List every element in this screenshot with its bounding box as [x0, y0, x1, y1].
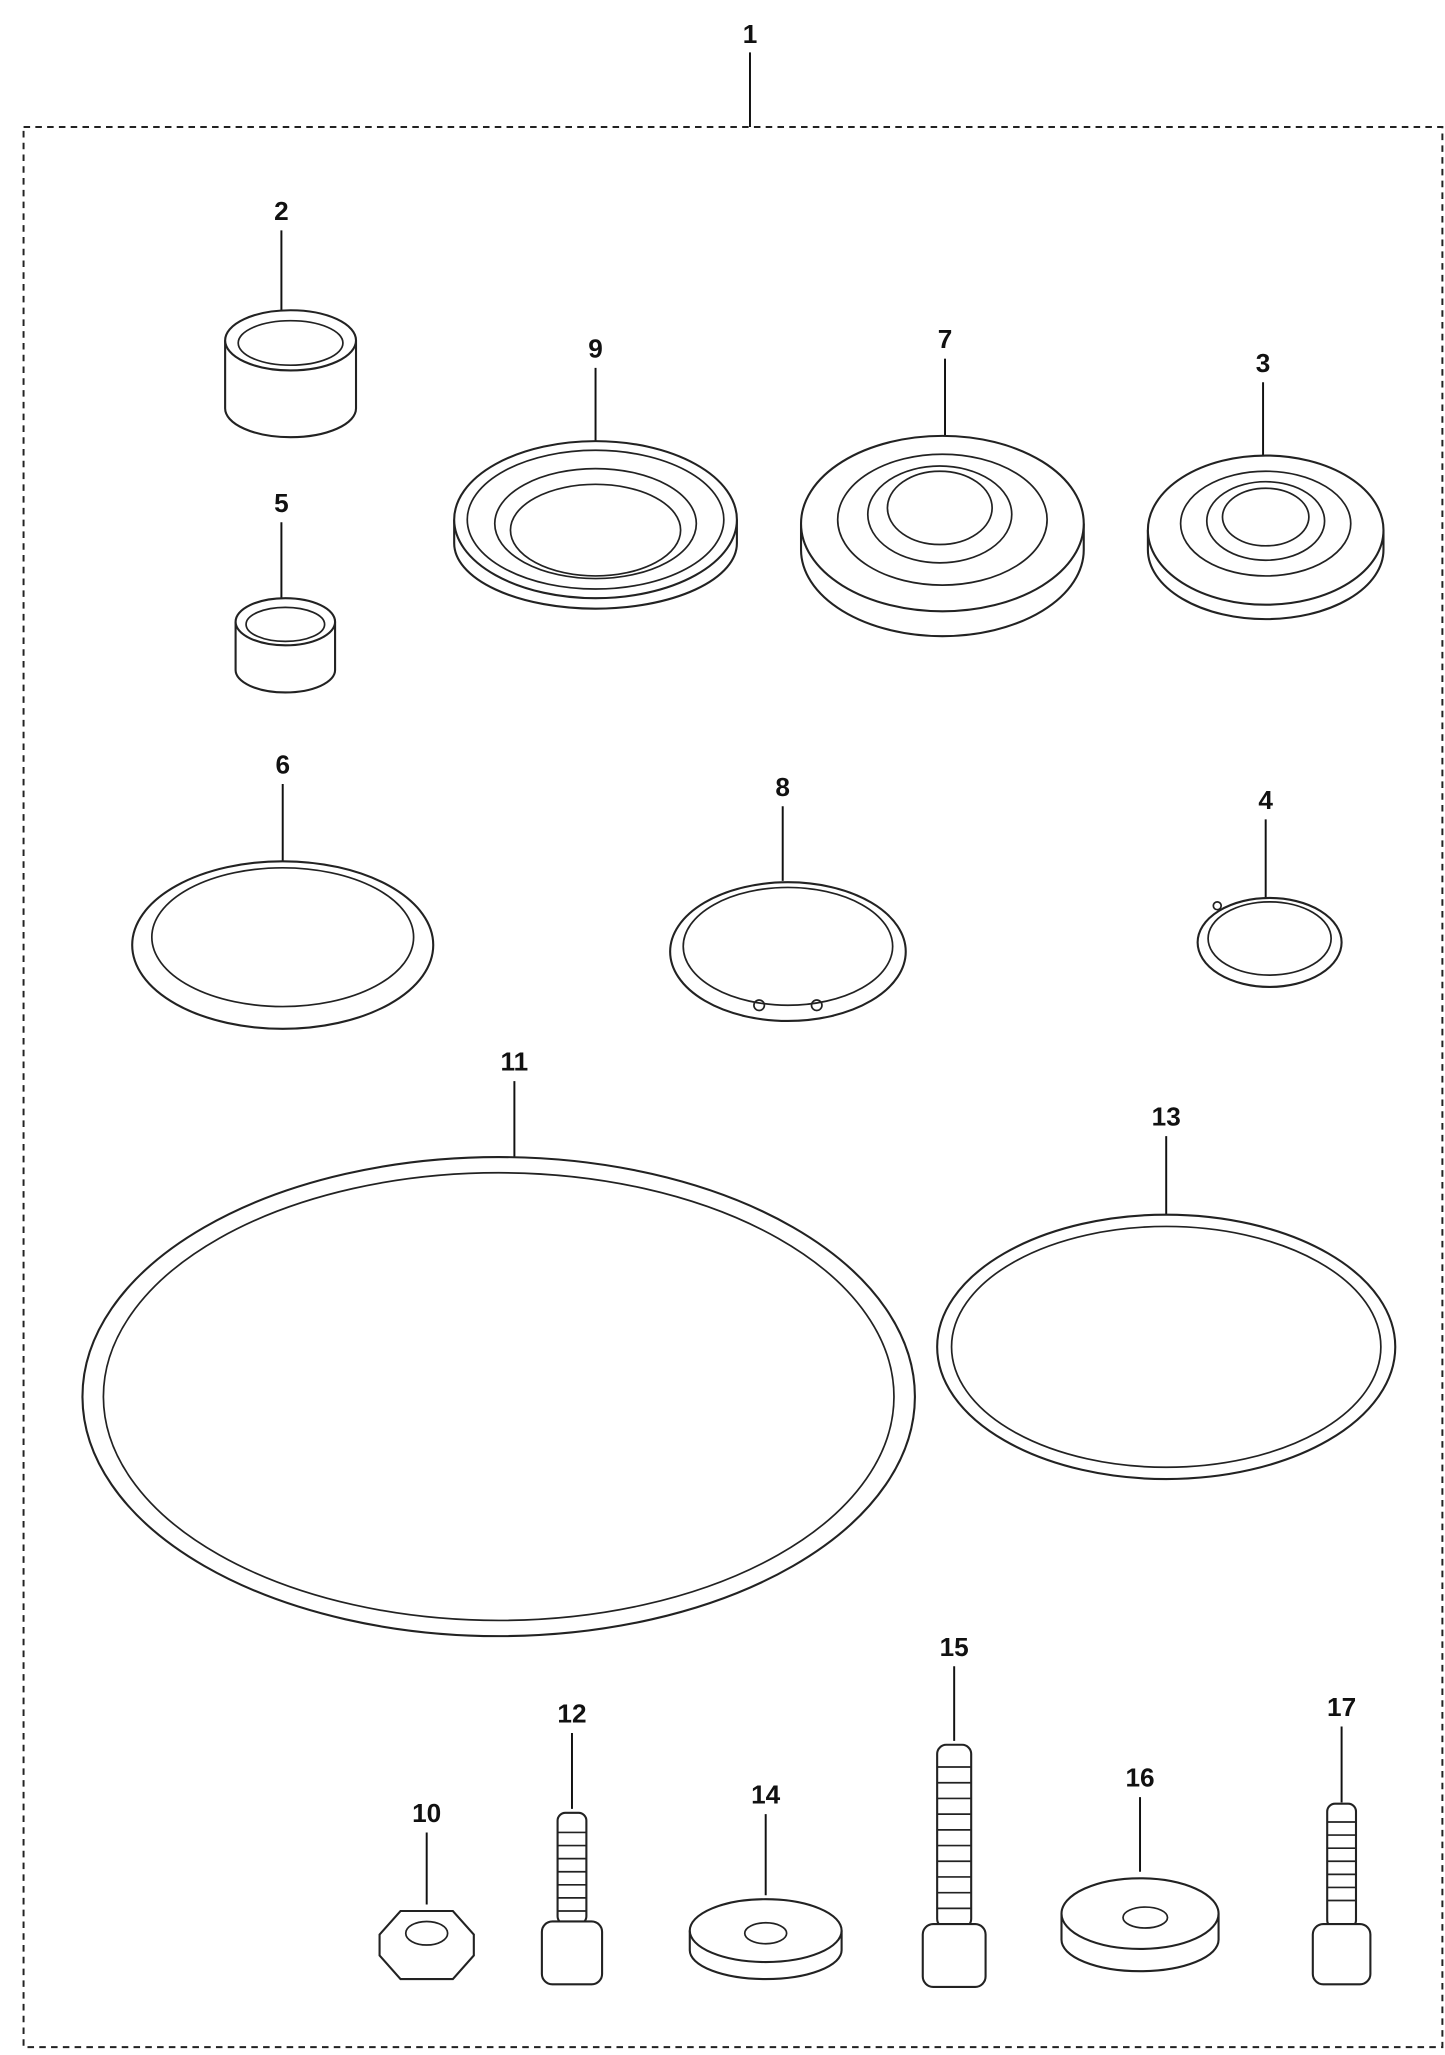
- callout-label: 10: [412, 1798, 441, 1828]
- callout-label: 7: [938, 324, 953, 354]
- callout-label: 5: [274, 488, 289, 518]
- callout-1[interactable]: 1: [743, 19, 758, 127]
- callout-label: 2: [274, 196, 289, 226]
- callout-label: 17: [1327, 1692, 1356, 1722]
- part-9-seal[interactable]: 9: [453, 333, 738, 610]
- callout-label: 9: [588, 333, 603, 363]
- callout-label: 14: [751, 1780, 781, 1810]
- callout-label: 8: [775, 772, 790, 802]
- part-15-screw[interactable]: 15: [921, 1632, 987, 1988]
- part-5-sleeve[interactable]: 5: [234, 488, 337, 694]
- callout-label: 13: [1152, 1102, 1181, 1132]
- callout-label: 1: [743, 19, 758, 49]
- part-12-screw[interactable]: 12: [540, 1699, 604, 1986]
- callout-label: 3: [1256, 348, 1271, 378]
- part-3-bearing[interactable]: 3: [1146, 348, 1385, 621]
- part-10-nut[interactable]: 10: [378, 1798, 475, 1981]
- part-6-ring[interactable]: 6: [131, 750, 435, 1030]
- part-16-washer[interactable]: 16: [1060, 1763, 1220, 1973]
- part-8-circlip[interactable]: 8: [669, 772, 907, 1023]
- callout-label: 15: [940, 1632, 969, 1662]
- callout-label: 6: [275, 750, 290, 780]
- part-4-circlip[interactable]: 4: [1196, 785, 1343, 988]
- kit-boundary: [22, 126, 1444, 2049]
- part-7-bearing[interactable]: 7: [799, 324, 1085, 638]
- callout-label: 11: [501, 1047, 529, 1077]
- callout-label: 16: [1125, 1763, 1154, 1793]
- part-13-o-ring[interactable]: 13: [936, 1102, 1397, 1481]
- part-2-sleeve[interactable]: 2: [224, 196, 358, 439]
- part-14-washer[interactable]: 14: [688, 1780, 843, 1981]
- callout-label: 12: [557, 1699, 586, 1729]
- callout-label: 4: [1258, 785, 1273, 815]
- part-11-o-ring[interactable]: 11: [81, 1047, 916, 1638]
- part-17-screw[interactable]: 17: [1311, 1692, 1372, 1986]
